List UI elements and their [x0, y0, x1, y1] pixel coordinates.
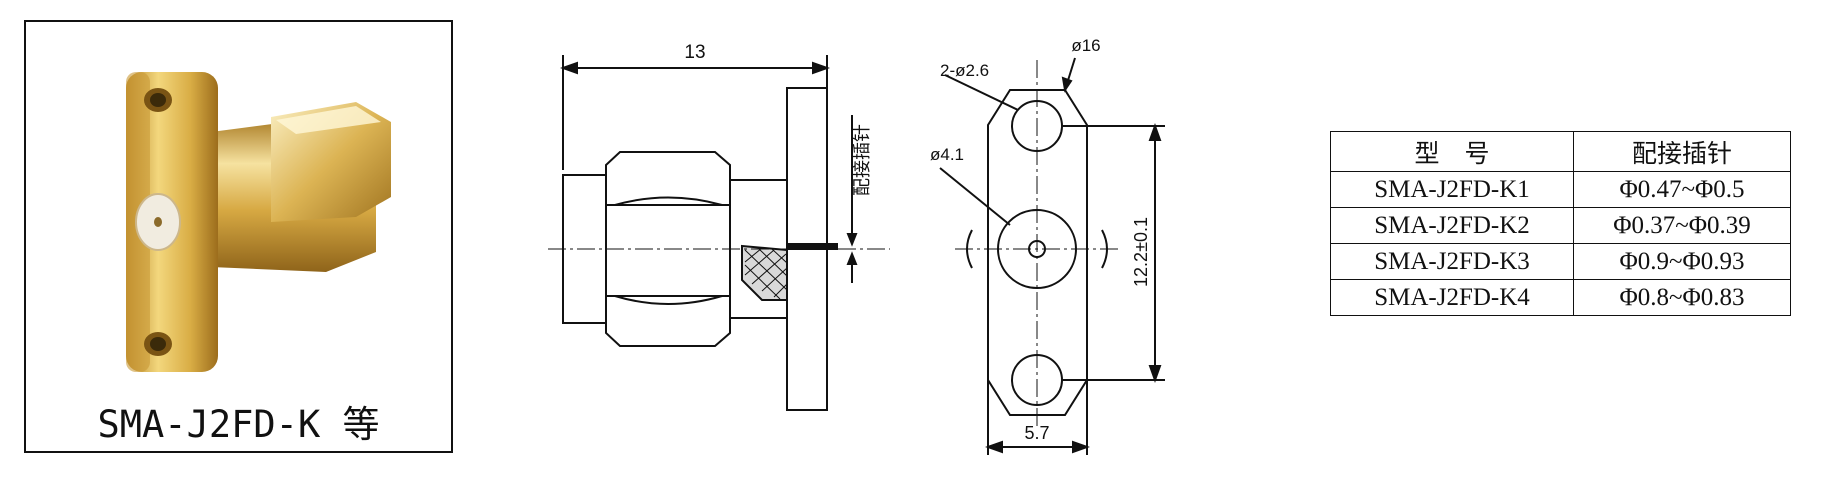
header-pin: 配接插针: [1573, 131, 1791, 172]
model-cell: SMA-J2FD-K4: [1330, 279, 1574, 316]
center-leader: [939, 167, 1011, 226]
table-row: SMA-J2FD-K2 Φ0.37~Φ0.39: [1330, 207, 1791, 244]
front-view: [939, 57, 1165, 455]
pin-cell: Φ0.47~Φ0.5: [1573, 171, 1791, 208]
hole-label: 2-ø2.6: [940, 61, 989, 80]
model-cell: SMA-J2FD-K2: [1330, 207, 1574, 244]
table-row: SMA-J2FD-K1 Φ0.47~Φ0.5: [1330, 171, 1791, 208]
model-cell: SMA-J2FD-K3: [1330, 243, 1574, 280]
spec-table: 型 号 配接插针 SMA-J2FD-K1 Φ0.47~Φ0.5 SMA-J2FD…: [1330, 131, 1791, 316]
width-dimension-label: 5.7: [1024, 423, 1049, 443]
center-pin: [154, 217, 162, 227]
front-flange-outline: [987, 89, 1088, 416]
pin-cell: Φ0.8~Φ0.83: [1573, 279, 1791, 316]
photo-caption: SMA-J2FD-K 等: [97, 403, 380, 446]
center-diameter-label: ø4.1: [930, 145, 964, 164]
pin-cell: Φ0.37~Φ0.39: [1573, 207, 1791, 244]
hole-leader: [944, 74, 1019, 111]
side-view: [548, 55, 890, 411]
side-hex-nut: [605, 151, 731, 347]
table-row: SMA-J2FD-K3 Φ0.9~Φ0.93: [1330, 243, 1791, 280]
model-cell: SMA-J2FD-K1: [1330, 171, 1574, 208]
table-header-row: 型 号 配接插针: [1330, 131, 1791, 172]
spacing-dimension-label: 12.2±0.1: [1131, 217, 1151, 287]
pin-label: 配接插针: [852, 124, 872, 196]
pin-cell: Φ0.9~Φ0.93: [1573, 243, 1791, 280]
connector-photo-illustration: [126, 72, 391, 372]
product-photo-panel: SMA-J2FD-K 等: [24, 20, 453, 453]
table-row: SMA-J2FD-K4 Φ0.8~Φ0.83: [1330, 279, 1791, 316]
outer-diameter-label: ø16: [1071, 36, 1100, 55]
header-model: 型 号: [1330, 131, 1574, 172]
length-dimension-label: 13: [684, 42, 705, 63]
